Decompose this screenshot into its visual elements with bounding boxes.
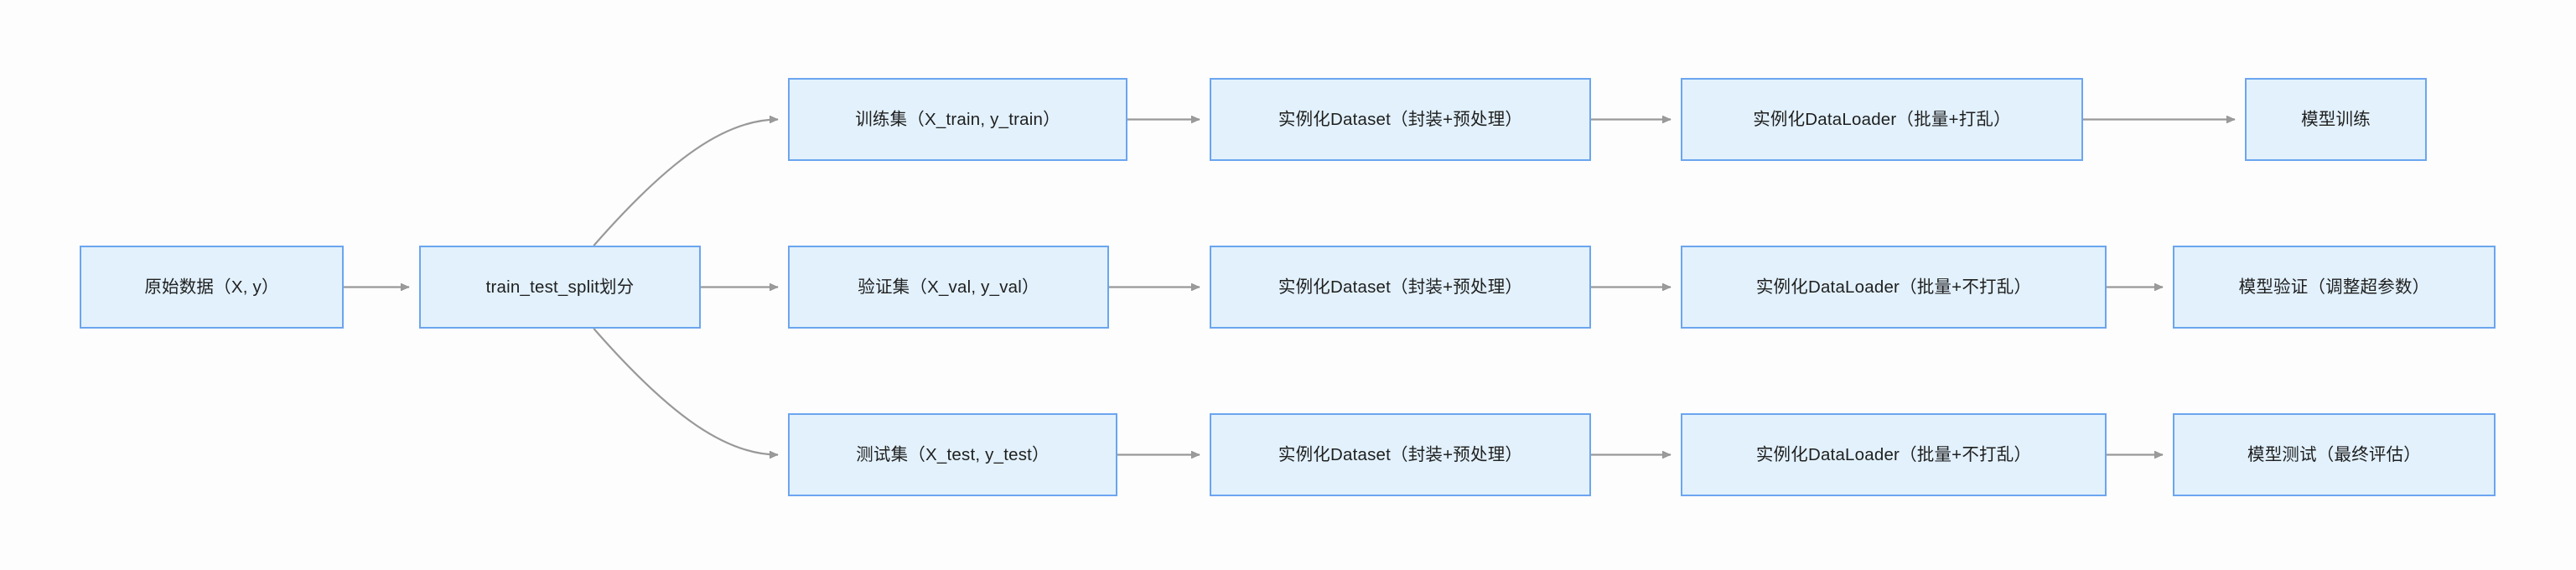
edge-split-to-test_set xyxy=(593,328,778,455)
node-label-test_loader: 实例化DataLoader（批量+不打乱） xyxy=(1755,444,2032,464)
edge-split-to-train_set xyxy=(593,120,778,246)
node-train_dataset[interactable]: 实例化Dataset（封装+预处理） xyxy=(1210,78,1591,161)
node-label-test_set: 测试集（X_test, y_test） xyxy=(856,444,1050,464)
node-split[interactable]: train_test_split划分 xyxy=(419,246,701,329)
node-val_loader[interactable]: 实例化DataLoader（批量+不打乱） xyxy=(1681,246,2107,329)
node-train_set[interactable]: 训练集（X_train, y_train） xyxy=(788,78,1127,161)
node-label-split: train_test_split划分 xyxy=(485,277,635,297)
node-label-val_model: 模型验证（调整超参数） xyxy=(2238,277,2430,297)
node-label-test_dataset: 实例化Dataset（封装+预处理） xyxy=(1278,444,1523,464)
node-label-raw: 原始数据（X, y） xyxy=(144,277,279,297)
node-label-val_set: 验证集（X_val, y_val） xyxy=(858,277,1039,297)
node-test_set[interactable]: 测试集（X_test, y_test） xyxy=(788,413,1117,496)
node-test_loader[interactable]: 实例化DataLoader（批量+不打乱） xyxy=(1681,413,2107,496)
node-label-train_model: 模型训练 xyxy=(2301,109,2371,129)
node-label-val_dataset: 实例化Dataset（封装+预处理） xyxy=(1278,277,1523,297)
node-label-val_loader: 实例化DataLoader（批量+不打乱） xyxy=(1755,277,2032,297)
node-train_loader[interactable]: 实例化DataLoader（批量+打乱） xyxy=(1681,78,2083,161)
node-val_dataset[interactable]: 实例化Dataset（封装+预处理） xyxy=(1210,246,1591,329)
node-label-train_loader: 实例化DataLoader（批量+打乱） xyxy=(1753,109,2011,129)
node-label-train_dataset: 实例化Dataset（封装+预处理） xyxy=(1278,109,1523,129)
node-val_set[interactable]: 验证集（X_val, y_val） xyxy=(788,246,1109,329)
node-raw[interactable]: 原始数据（X, y） xyxy=(80,246,344,329)
node-label-test_model: 模型测试（最终评估） xyxy=(2247,444,2421,464)
node-test_model[interactable]: 模型测试（最终评估） xyxy=(2173,413,2496,496)
node-val_model[interactable]: 模型验证（调整超参数） xyxy=(2173,246,2496,329)
node-test_dataset[interactable]: 实例化Dataset（封装+预处理） xyxy=(1210,413,1591,496)
node-label-train_set: 训练集（X_train, y_train） xyxy=(855,109,1060,129)
node-train_model[interactable]: 模型训练 xyxy=(2245,78,2427,161)
